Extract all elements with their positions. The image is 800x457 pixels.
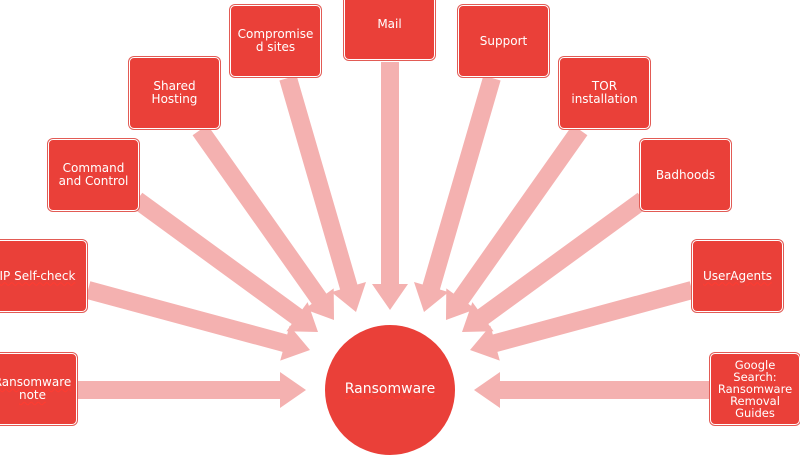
- center-ransomware-label: Ransomware: [344, 381, 436, 397]
- arrow-mail: [372, 62, 408, 310]
- node-compromised-sites-label: Compromise d sites: [237, 27, 314, 54]
- node-ip-self-check: IP Self-check: [0, 240, 87, 312]
- node-support-label: Support: [479, 33, 528, 48]
- node-command-and-control: Command and Control: [48, 139, 139, 211]
- node-ransomware-note: Ransomware note: [0, 353, 77, 425]
- node-support: Support: [458, 5, 549, 77]
- arrow-support: [414, 75, 501, 312]
- node-badhoods: Badhoods: [640, 139, 731, 211]
- node-command-and-control-label: Command and Control: [58, 161, 129, 188]
- ransomware-diagram: [78, 62, 710, 408]
- node-tor-installation-label: TOR installation: [571, 79, 638, 106]
- arrow-ip-self-check: [85, 281, 310, 361]
- arrow-useragents: [470, 281, 695, 361]
- arrow-command-and-control: [131, 192, 318, 332]
- arrow-compromised-sites: [279, 75, 366, 312]
- node-google-search: Google Search: Ransomware Removal Guides: [710, 353, 800, 425]
- node-useragents: UserAgents: [692, 240, 783, 312]
- node-shared-hosting-label: Shared Hosting: [151, 79, 198, 106]
- node-ransomware-note-label: Ransomware note: [0, 375, 72, 402]
- node-shared-hosting: Shared Hosting: [129, 57, 220, 129]
- arrow-shared-hosting: [192, 124, 334, 320]
- node-tor-installation: TOR installation: [559, 57, 650, 129]
- center-ransomware: Ransomware: [323, 323, 457, 457]
- arrow-tor-installation: [446, 124, 588, 320]
- arrow-google-search: [474, 372, 710, 408]
- node-mail: Mail: [344, 0, 435, 60]
- node-useragents-label: UserAgents: [702, 268, 773, 283]
- arrow-ransomware-note: [78, 372, 306, 408]
- node-compromised-sites: Compromise d sites: [230, 5, 321, 77]
- node-badhoods-label: Badhoods: [655, 167, 716, 182]
- node-ip-self-check-label: IP Self-check: [0, 268, 76, 283]
- node-google-search-label: Google Search: Ransomware Removal Guides: [717, 358, 793, 420]
- arrow-badhoods: [462, 192, 649, 332]
- node-mail-label: Mail: [377, 16, 402, 31]
